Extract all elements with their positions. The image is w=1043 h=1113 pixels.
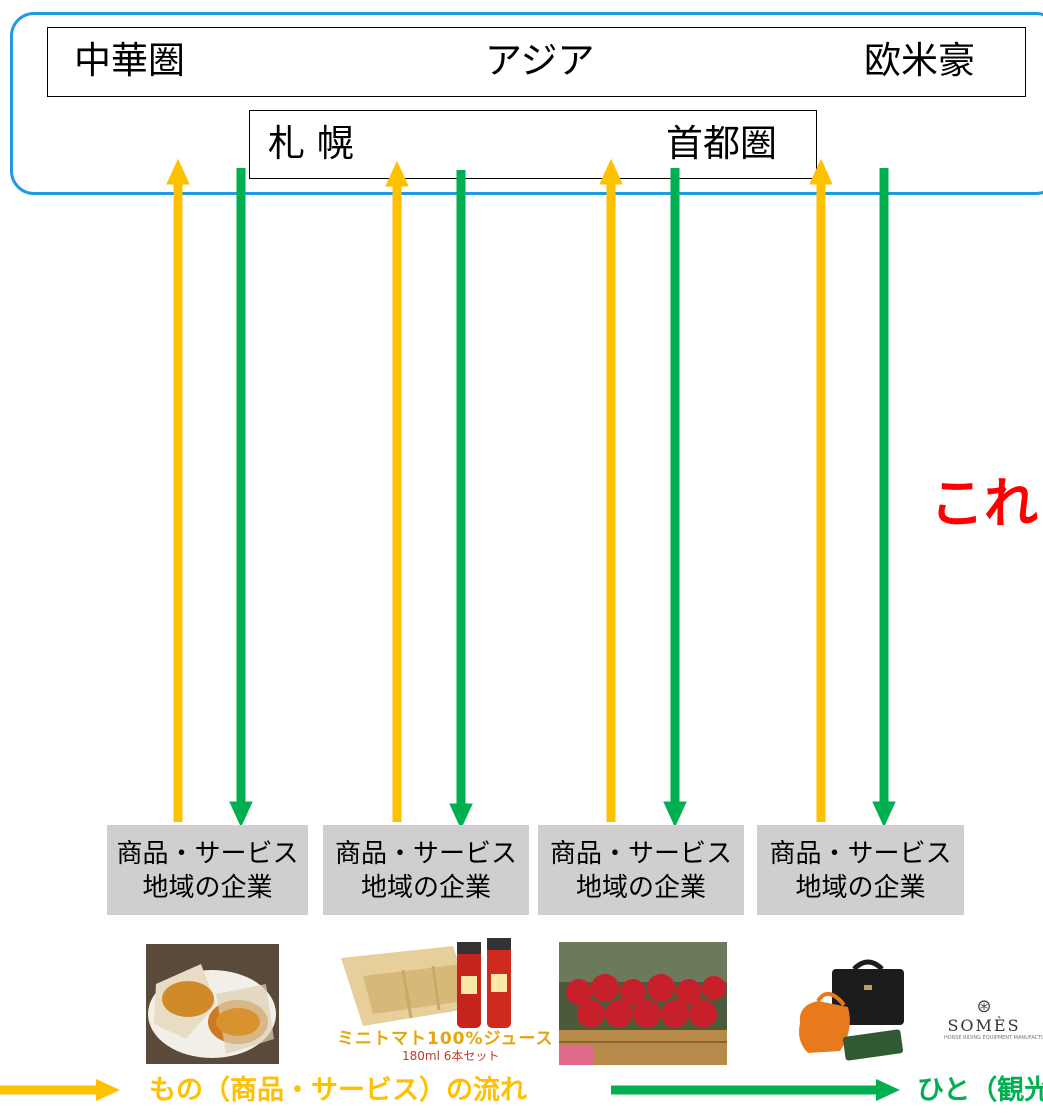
goods-arrow-3 [599,158,623,822]
company-line2: 地域の企業 [795,873,926,903]
goods-arrow-4 [809,158,833,822]
people-arrows [229,168,896,830]
company-line2: 地域の企業 [360,873,491,903]
company-line1: 商品・サービス [116,839,299,869]
brand-tagline: HORSE RIDING EQUIPMENT MANUFACTURER [944,1035,1043,1041]
goods-arrow-1 [166,158,190,822]
company-line1: 商品・サービス [769,839,952,869]
callout-text: これ [930,472,1038,535]
people-arrow-4 [872,168,896,828]
horseshoe-icon: ⊛ [976,996,992,1017]
city-sapporo: 札 幌 [268,122,354,165]
company-line1: 商品・サービス [549,839,732,869]
goods-arrow-2 [385,160,409,822]
markets-frame [10,12,1043,195]
company-line2: 地域の企業 [142,873,273,903]
legend-people-arrow [611,1079,900,1101]
region-west: 欧米豪 [864,39,975,82]
people-arrow-3 [663,168,687,828]
cities-box: 札 幌 首都圏 [249,110,817,179]
leather-goods-photo [788,955,925,1067]
company-box-2: 商品・サービス 地域の企業 [323,825,529,915]
legend-goods-label: もの（商品・サービス）の流れ [149,1075,527,1106]
juice-caption: ミニトマト100%ジュース [337,1029,554,1049]
company-line1: 商品・サービス [334,839,517,869]
region-asia: アジア [485,39,595,82]
apples-photo [559,942,727,1065]
brand-name: SOMÈS [947,1016,1021,1035]
company-box-3: 商品・サービス 地域の企業 [538,825,744,915]
juice-subcaption: 180ml 6本セット [402,1049,500,1063]
company-line2: 地域の企業 [575,873,706,903]
legend-goods-arrow [0,1079,120,1101]
brand-logo: ⊛ SOMÈS HORSE RIDING EQUIPMENT MANUFACTU… [944,996,1043,1042]
legend-lines [0,1079,900,1101]
pastry-photo [146,944,279,1064]
people-arrow-1 [229,168,253,828]
region-china: 中華圏 [74,39,185,82]
regions-box: 中華圏 アジア 欧米豪 [47,27,1026,97]
company-box-4: 商品・サービス 地域の企業 [757,825,964,915]
legend-people-label: ひと（観光 [917,1075,1043,1106]
company-box-1: 商品・サービス 地域の企業 [107,825,308,915]
people-arrow-2 [449,170,473,830]
goods-arrows [166,158,833,822]
juice-box-photo [333,938,531,1028]
city-tokyo-metro: 首都圏 [666,122,777,165]
